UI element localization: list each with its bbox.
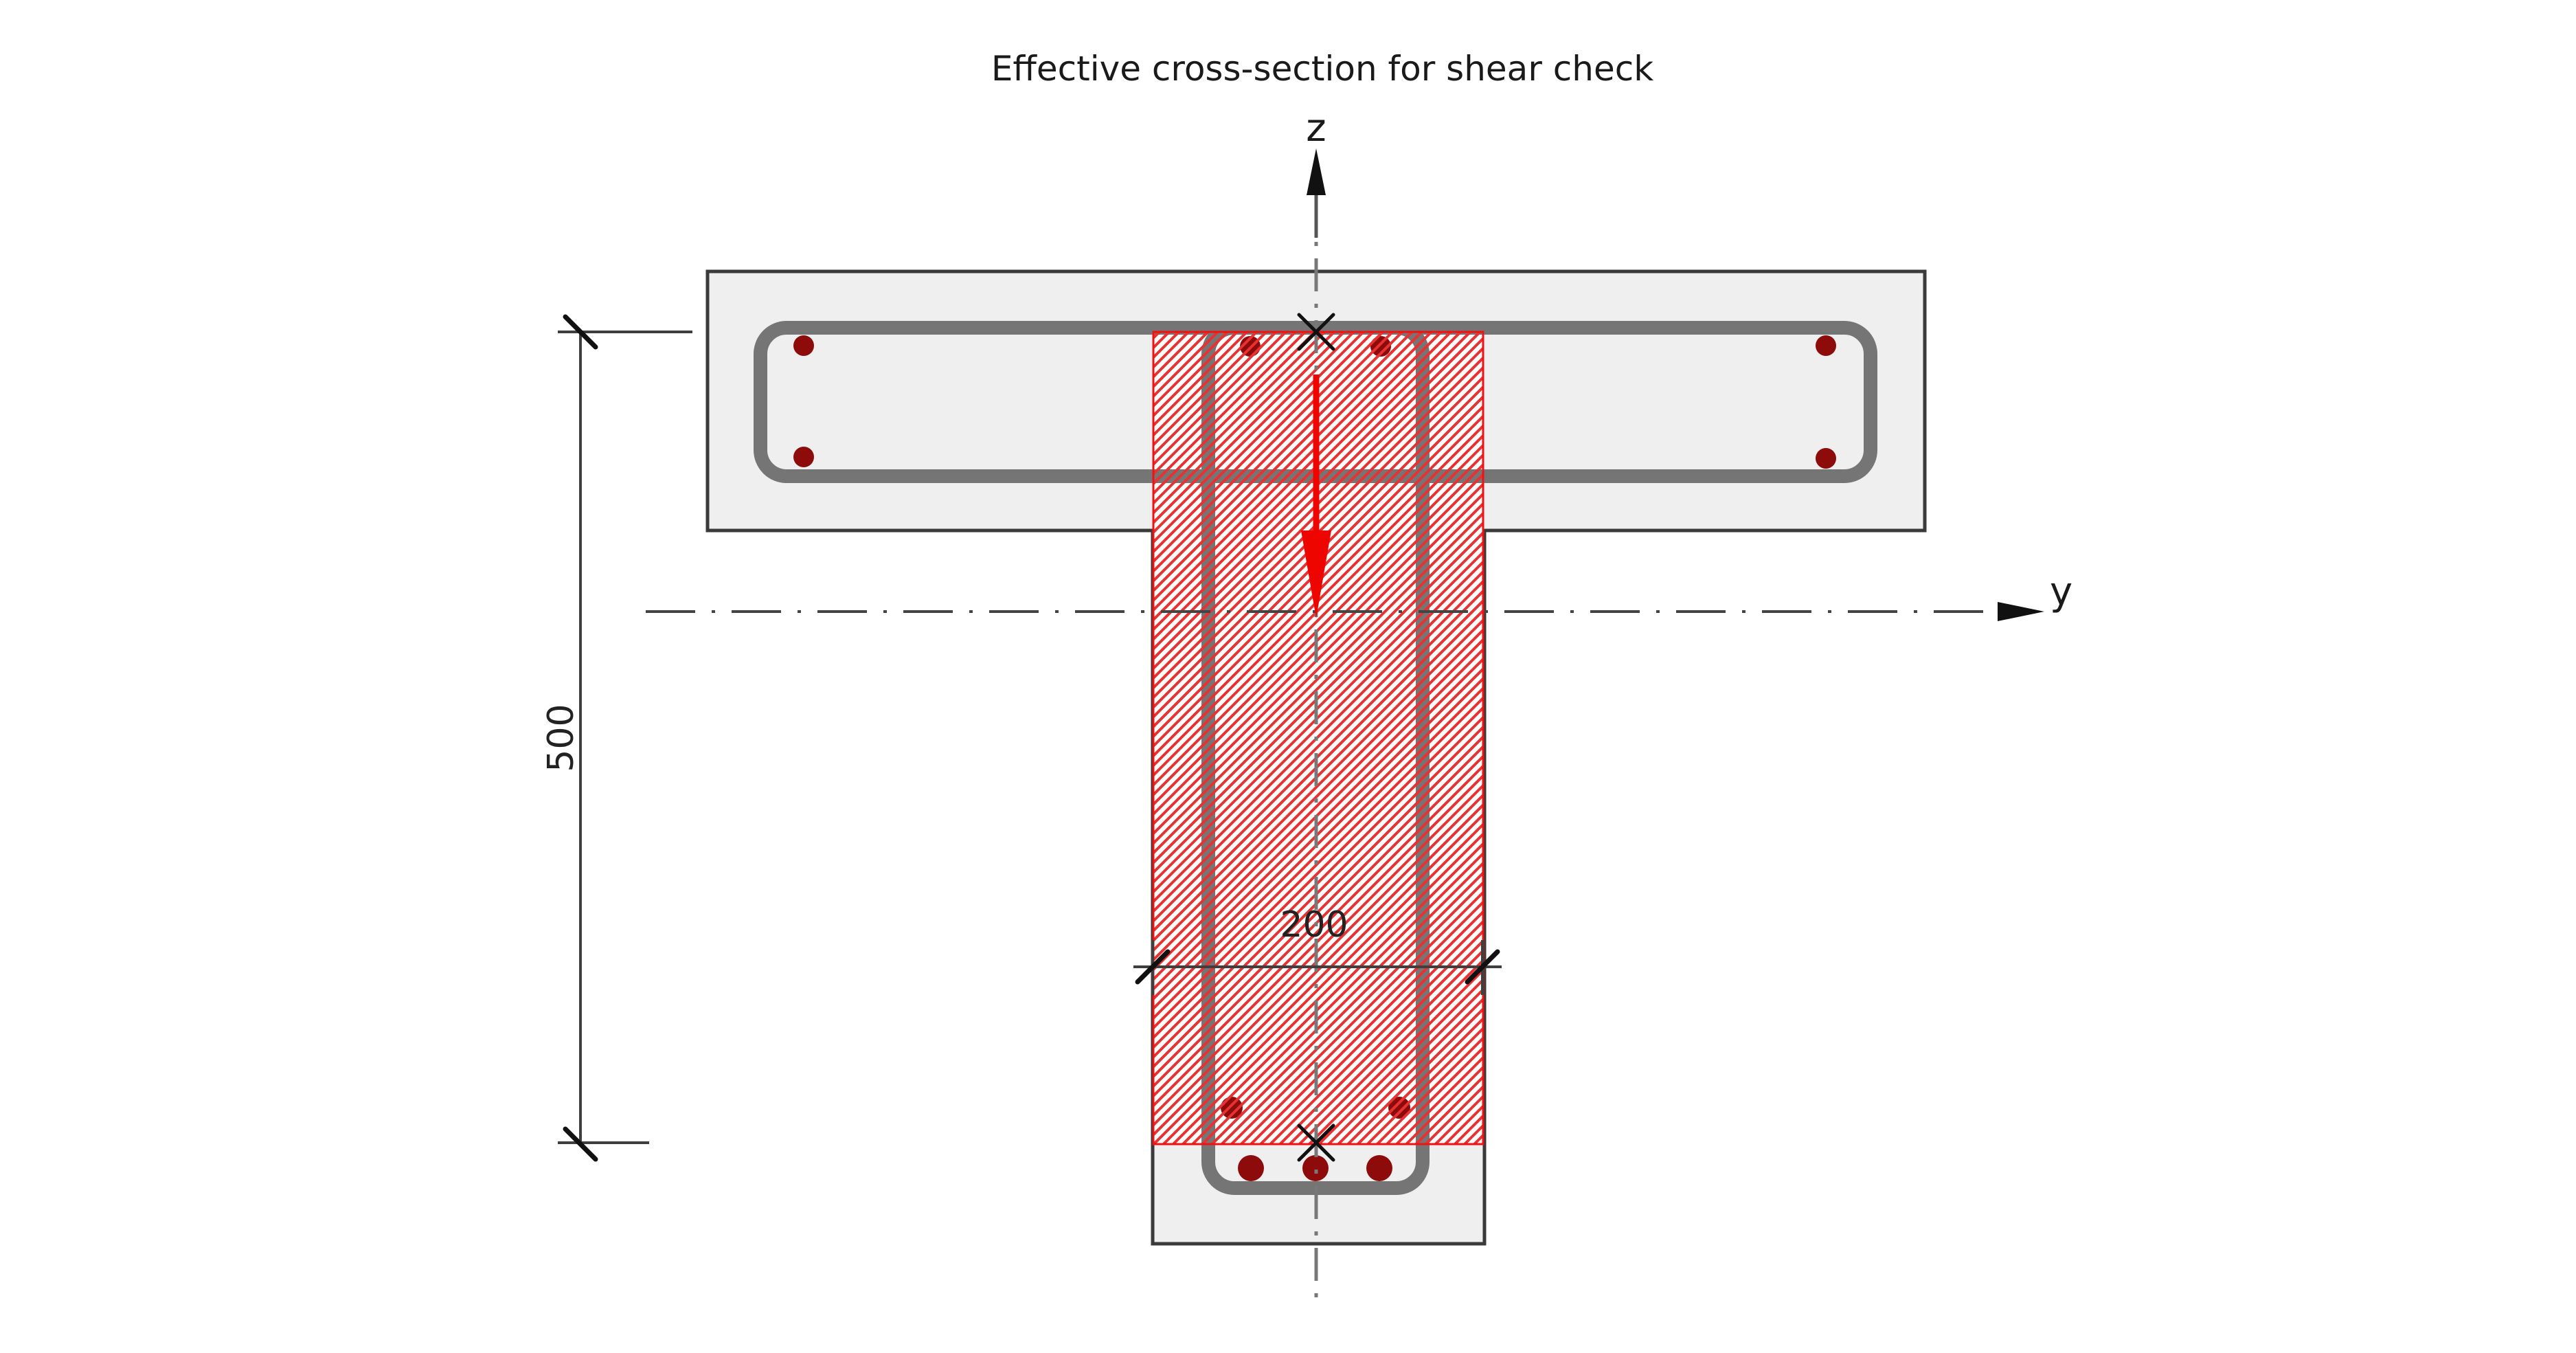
rebar-web-bottom-right xyxy=(1366,1155,1392,1181)
z-axis: z xyxy=(1306,106,1326,238)
shear-arrow-head-icon xyxy=(1301,530,1331,618)
y-axis-arrowhead-icon xyxy=(1998,602,2044,621)
diagram-title: Effective cross-section for shear check xyxy=(991,49,1653,89)
dim-500-tick-top xyxy=(563,314,598,350)
dim-200-tick-right xyxy=(1465,949,1500,985)
top-fiber-marker xyxy=(1297,313,1335,351)
dimension-200: 200 xyxy=(1133,904,1502,995)
bottom-x-stroke-2 xyxy=(1297,1123,1335,1162)
rebar-web-bottom-left xyxy=(1238,1155,1264,1181)
dim-500-tick-bottom xyxy=(563,1126,598,1162)
y-axis: y xyxy=(646,570,2072,621)
y-axis-label: y xyxy=(2050,570,2072,614)
flange-rebar-group xyxy=(793,335,1836,469)
z-axis-arrowhead-icon xyxy=(1307,148,1326,195)
dimension-500: 500 xyxy=(541,314,692,1162)
bottom-fiber-marker xyxy=(1297,1123,1335,1162)
dim-500-value: 500 xyxy=(541,704,582,772)
rebar-flange-bottom-right xyxy=(1816,448,1836,469)
rebar-web-bottom-center xyxy=(1302,1155,1329,1181)
z-axis-label: z xyxy=(1306,106,1326,150)
top-x-stroke-2 xyxy=(1297,313,1335,351)
shear-force-arrow xyxy=(1301,374,1331,618)
rebar-flange-bottom-left xyxy=(793,447,814,467)
rebar-flange-top-left xyxy=(793,335,814,356)
dim-200-value: 200 xyxy=(1280,904,1348,946)
dim-200-tick-left xyxy=(1135,949,1171,985)
rebar-flange-top-right xyxy=(1816,335,1836,356)
